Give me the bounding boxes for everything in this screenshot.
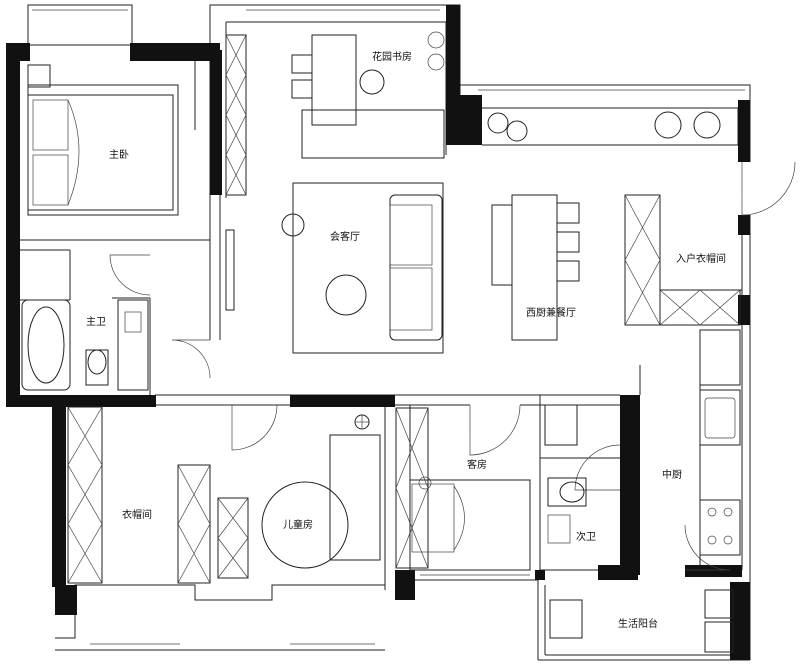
doors: [109, 161, 796, 571]
label-service-balcony: 生活阳台: [618, 617, 658, 630]
label-guest-room: 客房: [467, 458, 487, 471]
furniture: [21, 31, 741, 653]
label-kitchen: 中厨: [662, 468, 682, 481]
room-labels: 主卧 主卫 花园书房 会客厅 西厨兼餐厅 入户衣帽间 衣帽间 儿童房 客房 次卫…: [86, 50, 726, 630]
label-garden-study: 花园书房: [372, 50, 412, 63]
label-living-room: 会客厅: [330, 230, 360, 243]
label-entry-cloak: 入户衣帽间: [676, 252, 726, 265]
label-second-bath: 次卫: [576, 530, 596, 543]
label-walk-in-closet: 衣帽间: [122, 508, 152, 521]
label-dining: 西厨兼餐厅: [526, 306, 576, 319]
label-kids-room: 儿童房: [283, 518, 313, 531]
label-master-bath: 主卫: [86, 316, 106, 328]
label-master-bedroom: 主卧: [109, 148, 129, 161]
structural-walls: [6, 5, 750, 660]
